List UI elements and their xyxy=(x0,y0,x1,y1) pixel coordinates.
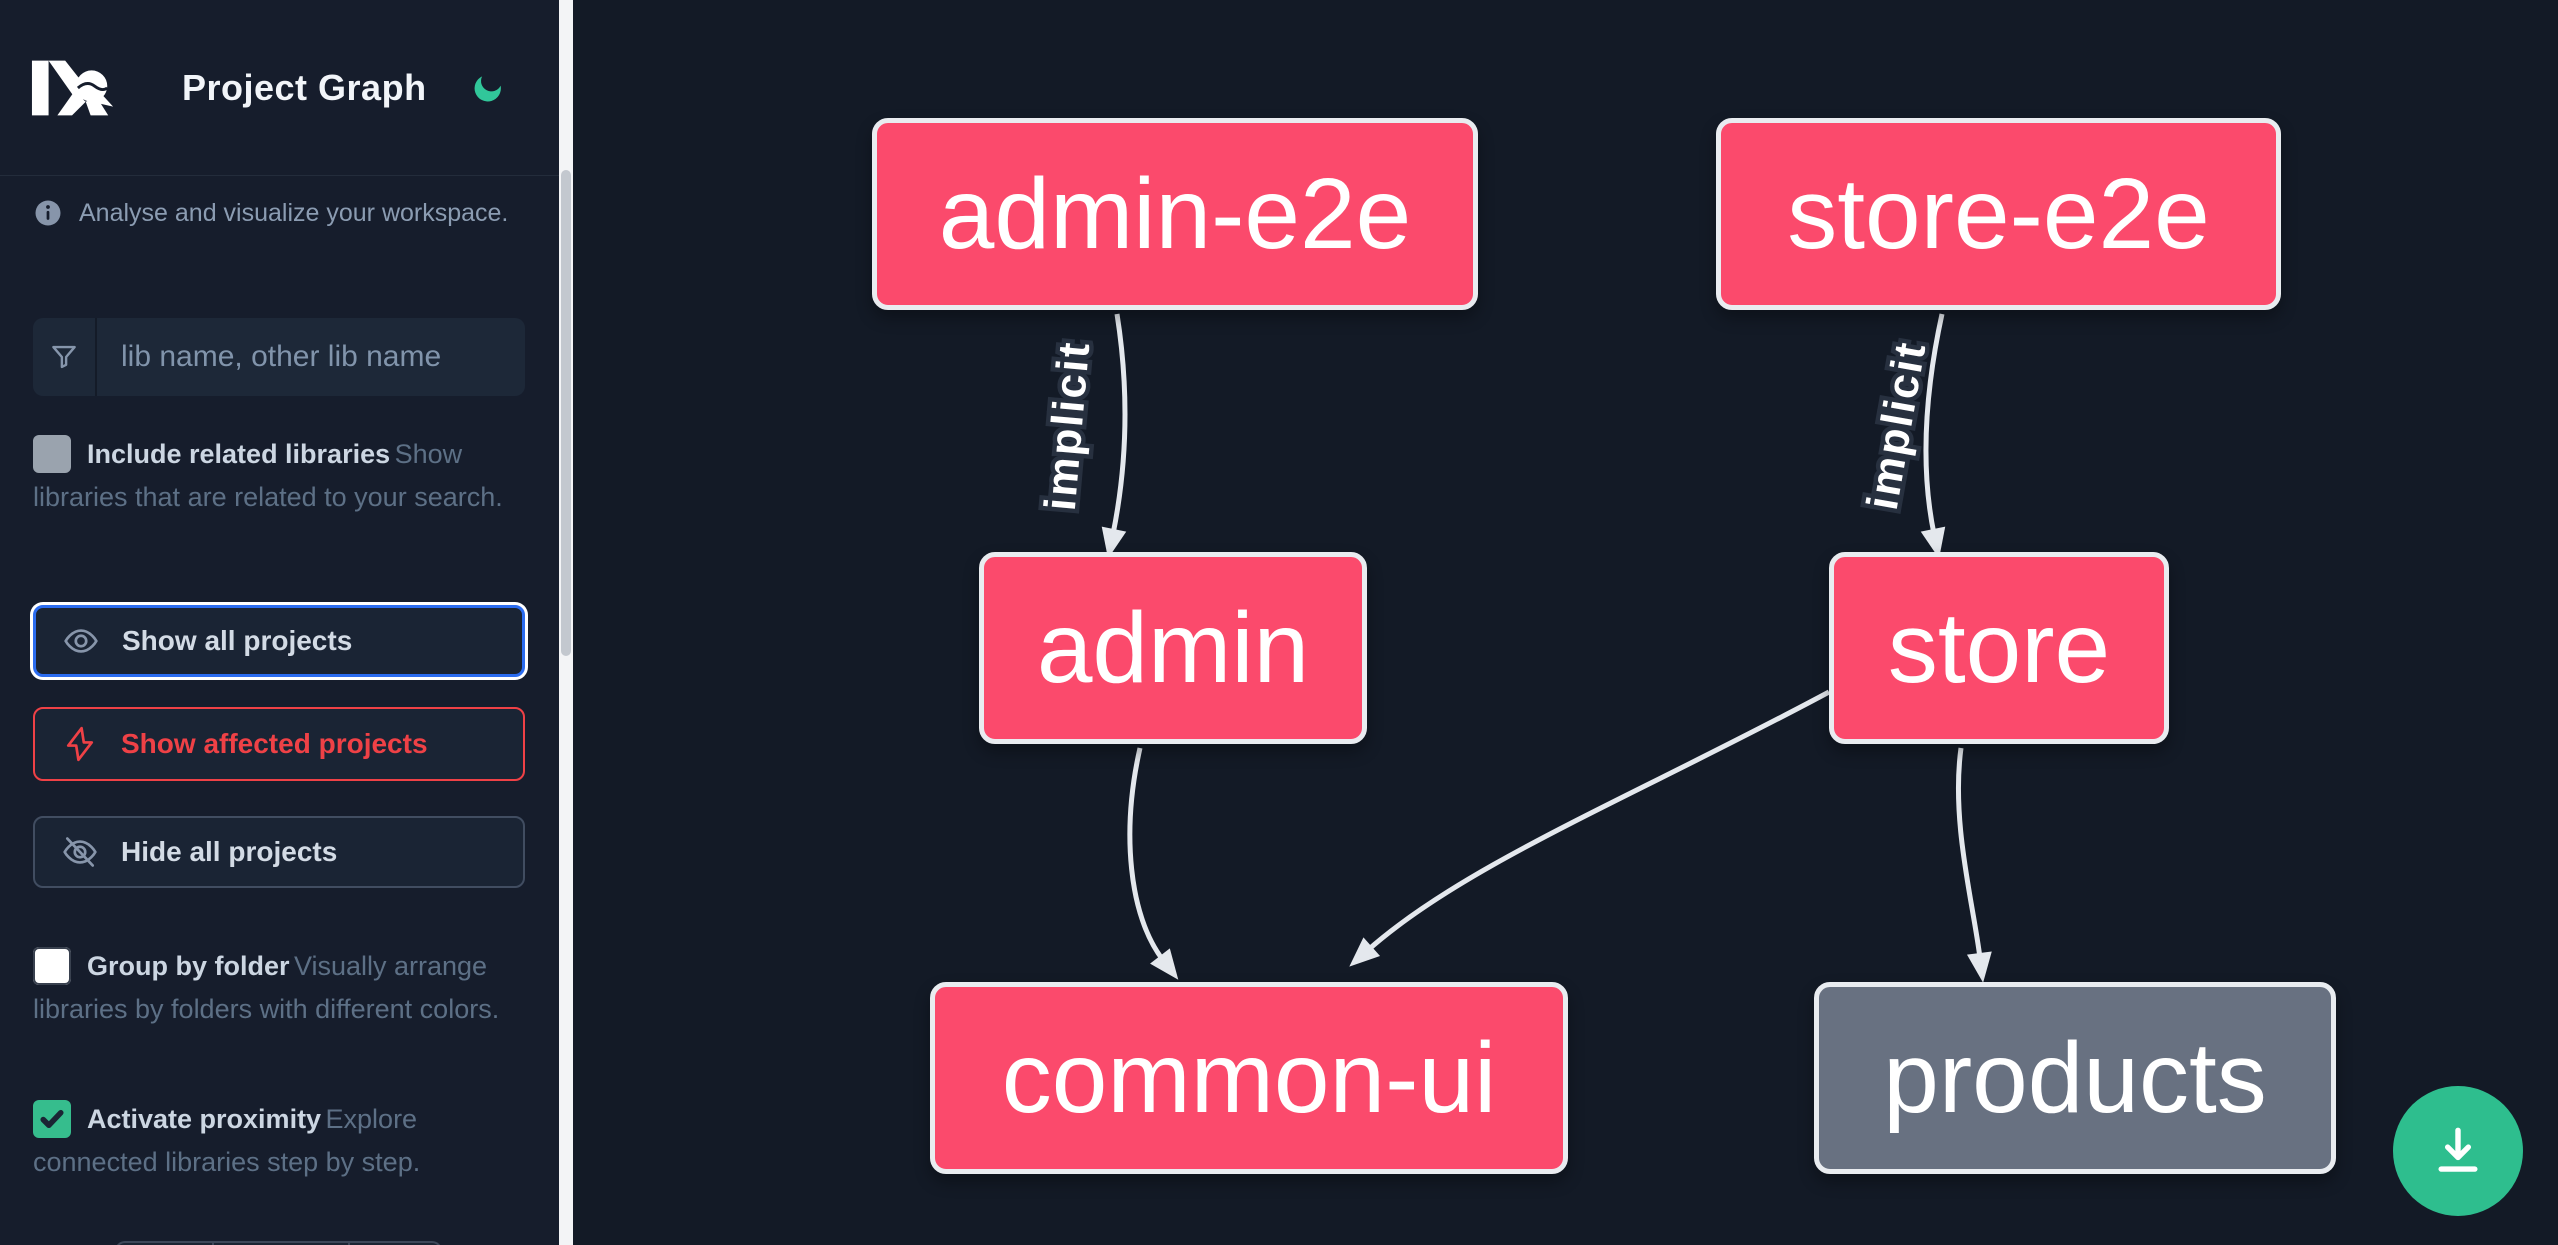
node-label: common-ui xyxy=(1001,1021,1497,1134)
edge-label-implicit: implicit xyxy=(1858,338,1936,514)
eye-off-icon xyxy=(63,837,97,867)
edge-store-to-common-ui[interactable] xyxy=(1349,689,1831,967)
checkbox-box[interactable] xyxy=(33,947,71,985)
graph-edges: implicit implicit xyxy=(1031,313,1992,983)
tagline-text: Analyse and visualize your workspace. xyxy=(79,198,509,227)
edge-store-e2e-to-store[interactable] xyxy=(1920,313,1946,559)
show-all-projects-button[interactable]: Show all projects xyxy=(33,605,525,677)
checkbox-description: Visually arrange libraries by folders wi… xyxy=(33,951,500,1024)
project-node-products[interactable]: products xyxy=(1814,982,2336,1174)
checkbox-label: Activate proximity xyxy=(87,1104,322,1134)
checkbox-label: Include related libraries xyxy=(87,439,391,469)
checkbox-label: Group by folder xyxy=(87,951,290,981)
show-affected-projects-button[interactable]: Show affected projects xyxy=(33,707,525,781)
page-title: Project Graph xyxy=(182,66,427,108)
hide-all-projects-button[interactable]: Hide all projects xyxy=(33,816,525,888)
project-node-admin-e2e[interactable]: admin-e2e xyxy=(872,118,1478,310)
download-graph-button[interactable] xyxy=(2393,1086,2523,1216)
checkbox-box-checked[interactable] xyxy=(33,1100,71,1138)
nx-logo-icon[interactable] xyxy=(30,57,118,119)
node-label: store xyxy=(1887,591,2111,704)
node-label: admin-e2e xyxy=(938,157,1412,270)
stepper-value xyxy=(212,1243,348,1245)
download-icon xyxy=(2438,1127,2478,1172)
checkbox-group-by-folder[interactable]: Group by folder Visually arrange librari… xyxy=(33,945,533,1031)
edge-admin-e2e-to-admin[interactable] xyxy=(1101,313,1128,559)
stepper-increment[interactable] xyxy=(348,1243,440,1245)
workspace-tagline: Analyse and visualize your workspace. xyxy=(33,198,508,228)
project-node-store-e2e[interactable]: store-e2e xyxy=(1716,118,2281,310)
sidebar-scrollbar-thumb[interactable] xyxy=(561,170,571,656)
node-label: admin xyxy=(1036,591,1310,704)
filter-icon-cell xyxy=(33,318,97,396)
moon-icon xyxy=(474,75,501,101)
project-node-store[interactable]: store xyxy=(1829,552,2169,744)
lightning-bolt-icon xyxy=(66,726,94,762)
graph-canvas[interactable]: implicit implicit admin-e2e store-e2e ad… xyxy=(573,0,2558,1245)
button-label: Hide all projects xyxy=(121,836,338,867)
checkbox-activate-proximity[interactable]: Activate proximity Explore connected lib… xyxy=(33,1098,533,1184)
filter-funnel-icon xyxy=(52,345,76,369)
eye-icon xyxy=(64,629,98,653)
dark-mode-toggle[interactable] xyxy=(471,70,507,106)
proximity-depth-stepper[interactable] xyxy=(115,1241,442,1245)
checkbox-box[interactable] xyxy=(33,435,71,473)
sidebar-scrollbar-track[interactable] xyxy=(559,0,573,1245)
checkbox-include-related-libraries[interactable]: Include related libraries Show libraries… xyxy=(33,433,533,519)
node-label: store-e2e xyxy=(1787,157,2210,270)
sidebar: Project Graph Analyse and visualize your… xyxy=(0,0,573,1245)
edge-label-implicit: implicit xyxy=(1036,339,1100,513)
checkbox-description: Show libraries that are related to your … xyxy=(33,439,503,512)
edge-store-to-products[interactable] xyxy=(1955,747,1992,983)
checkmark-icon xyxy=(40,1109,64,1129)
info-icon xyxy=(35,200,61,226)
button-label: Show affected projects xyxy=(121,728,428,759)
node-label: products xyxy=(1883,1021,2267,1134)
project-node-admin[interactable]: admin xyxy=(979,552,1367,744)
filter-input-group xyxy=(33,318,525,396)
project-node-common-ui[interactable]: common-ui xyxy=(930,982,1568,1174)
sidebar-header: Project Graph xyxy=(0,0,559,176)
checkbox-description: Explore connected libraries step by step… xyxy=(33,1104,421,1177)
button-label: Show all projects xyxy=(122,625,353,656)
search-input[interactable] xyxy=(97,318,525,396)
edge-admin-to-common-ui[interactable] xyxy=(1127,747,1179,980)
